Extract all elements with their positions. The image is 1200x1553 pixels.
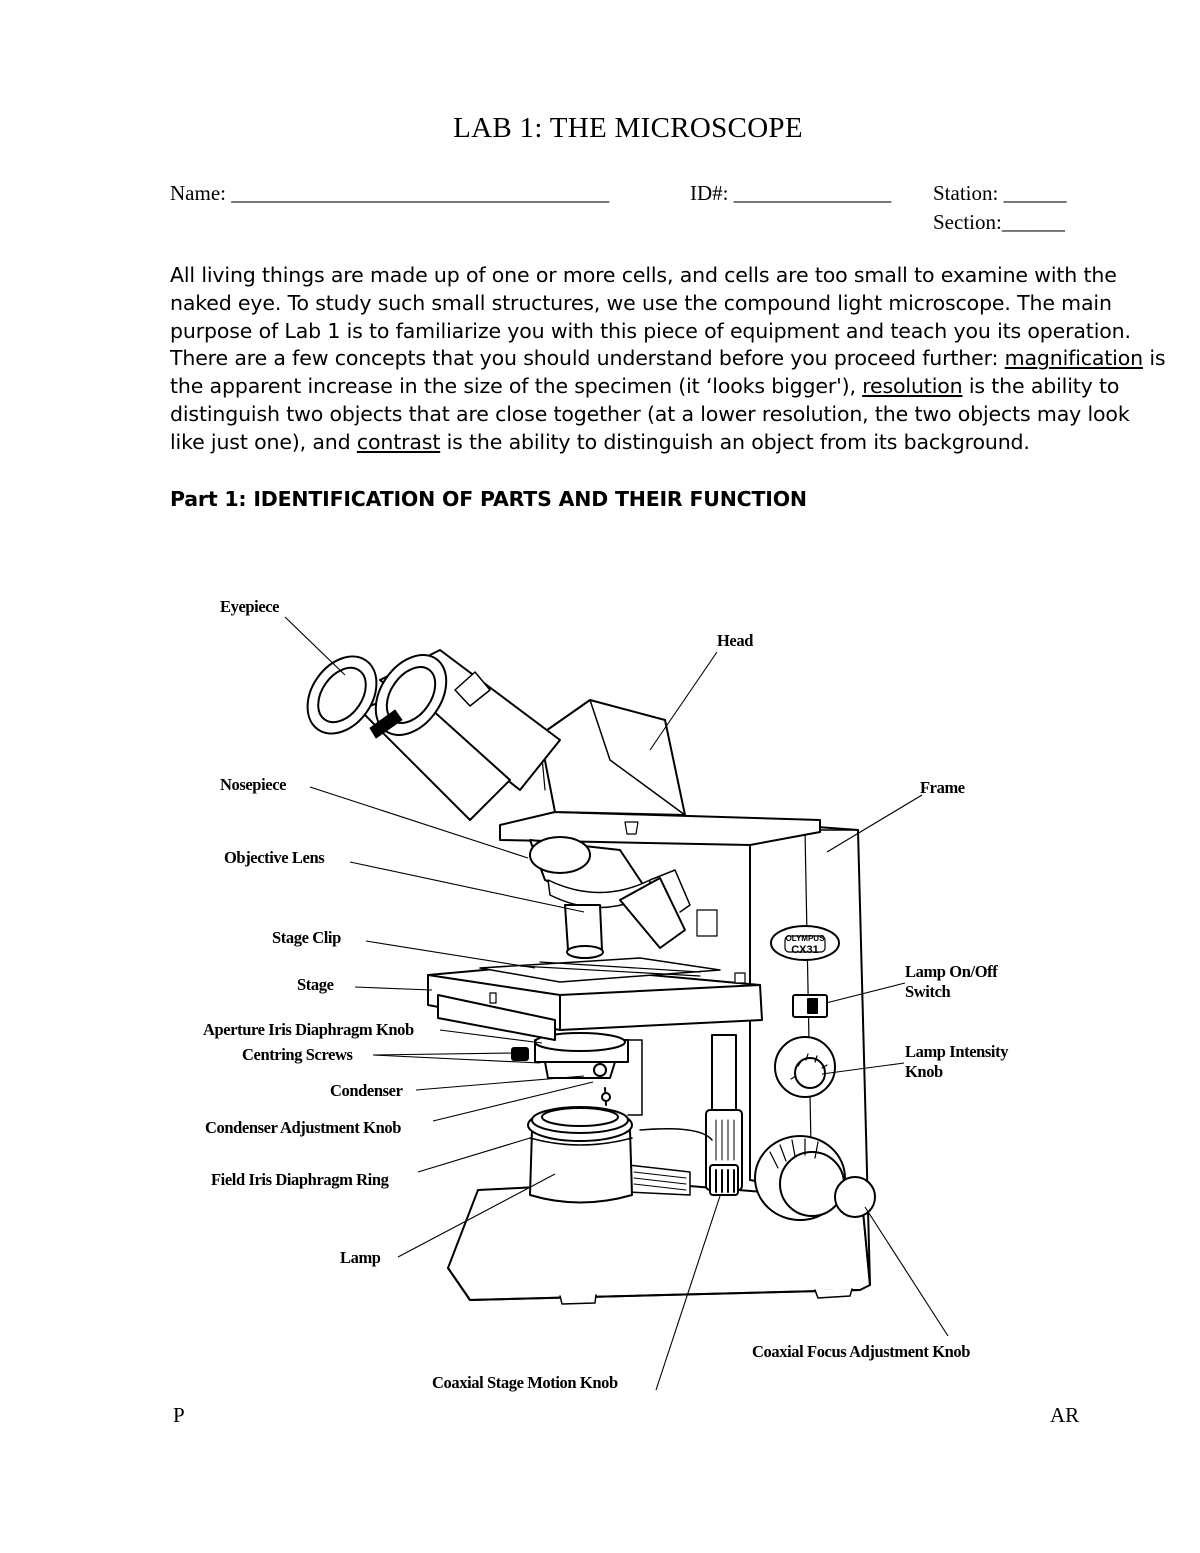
microscope-base (447, 1164, 871, 1305)
focus-knob-drawing (754, 1135, 876, 1221)
leader-stage-motion (655, 1195, 721, 1391)
leader-stage-clip (365, 940, 536, 969)
nosepiece-assembly (499, 811, 821, 959)
label-condenser-knob: Condenser Adjustment Knob (205, 1118, 401, 1137)
label-field-iris: Field Iris Diaphragm Ring (211, 1170, 390, 1189)
label-lamp-switch-line2: Switch (905, 982, 950, 1001)
label-frame: Frame (920, 778, 965, 797)
section-field-label: Section:______ (933, 210, 1065, 234)
intro-line: purpose of Lab 1 is to familiarize you w… (170, 318, 1131, 343)
lamp-switch (792, 994, 828, 1018)
intro-text: like just one), and (170, 429, 357, 454)
intro-line: naked eye. To study such small structure… (170, 290, 1112, 315)
station-field-label: Station: ______ (933, 181, 1067, 205)
leader-head (649, 651, 718, 751)
microscope-illustration (306, 649, 876, 1305)
label-objective-lens: Objective Lens (224, 848, 325, 867)
label-aperture-knob: Aperture Iris Diaphragm Knob (203, 1020, 414, 1039)
leader-lines (284, 616, 949, 1391)
leader-aperture-knob (439, 1029, 543, 1044)
name-field-label: Name: __________________________________… (170, 181, 610, 205)
footer-left: P (173, 1403, 185, 1427)
lamp-intensity-knob-drawing (774, 1036, 836, 1098)
intro-paragraph: All living things are made up of one or … (170, 262, 1166, 457)
leader-condenser (415, 1075, 585, 1091)
intro-line: like just one), and contrast is the abil… (170, 429, 1090, 457)
part-heading: Part 1: IDENTIFICATION OF PARTS AND THEI… (170, 487, 807, 511)
label-lamp-intensity-line2: Knob (905, 1062, 943, 1081)
brand-name: OLYMPUS (786, 934, 825, 943)
leader-field-iris (417, 1137, 531, 1173)
label-stage-clip: Stage Clip (272, 928, 341, 947)
intro-line: the apparent increase in the size of the… (170, 373, 1119, 401)
leader-centring-screws-2 (372, 1054, 541, 1064)
leader-focus-knob (864, 1206, 949, 1337)
leader-condenser-knob (432, 1081, 594, 1122)
leader-objective-lens (349, 861, 585, 913)
label-stage-motion: Coaxial Stage Motion Knob (432, 1373, 618, 1392)
term-resolution: resolution (862, 374, 963, 399)
term-contrast: contrast (356, 429, 441, 454)
label-focus-knob: Coaxial Focus Adjustment Knob (752, 1342, 970, 1361)
leader-frame (826, 794, 923, 853)
label-lamp: Lamp (340, 1248, 381, 1267)
label-head: Head (717, 631, 753, 650)
label-nosepiece: Nosepiece (220, 775, 286, 794)
intro-line: There are a few concepts that you should… (170, 345, 1166, 373)
stage-motion-knob-drawing (705, 1034, 743, 1196)
intro-text: the apparent increase in the size of the… (170, 374, 863, 399)
label-stage: Stage (297, 975, 334, 994)
id-field-label: ID#: _______________ (690, 181, 892, 205)
intro-text: is the ability to (962, 374, 1120, 399)
intro-text: is (1142, 346, 1166, 371)
label-centring-screws: Centring Screws (242, 1045, 354, 1064)
term-magnification: magnification (1004, 346, 1143, 371)
leader-lamp-intensity (821, 1062, 905, 1075)
label-eyepiece: Eyepiece (220, 597, 279, 616)
leader-eyepiece (284, 616, 346, 676)
footer-right: AR (1050, 1403, 1080, 1427)
page-title: LAB 1: THE MICROSCOPE (453, 112, 803, 144)
leader-lamp (397, 1173, 556, 1258)
label-condenser: Condenser (330, 1081, 403, 1100)
brand-model: CX31 (791, 944, 819, 956)
microscope-stage (427, 957, 763, 1041)
intro-text: is the ability to distinguish an object … (440, 429, 1030, 454)
lamp-housing (527, 1106, 633, 1204)
brand-logo (770, 925, 840, 961)
microscope-head (539, 699, 686, 816)
leader-lamp-switch (825, 982, 906, 1004)
intro-line: All living things are made up of one or … (170, 263, 1117, 287)
intro-line: distinguish two objects that are close t… (170, 401, 1130, 426)
label-lamp-intensity-line1: Lamp Intensity (905, 1042, 1009, 1061)
condenser-assembly (511, 1032, 713, 1141)
leader-centring-screws-1 (372, 1052, 513, 1056)
intro-text: There are a few concepts that you should… (170, 346, 1005, 371)
eyepiece-tubes (306, 649, 561, 821)
label-lamp-switch-line1: Lamp On/Off (905, 962, 998, 981)
leader-nosepiece (309, 786, 529, 859)
leader-stage (354, 986, 433, 991)
